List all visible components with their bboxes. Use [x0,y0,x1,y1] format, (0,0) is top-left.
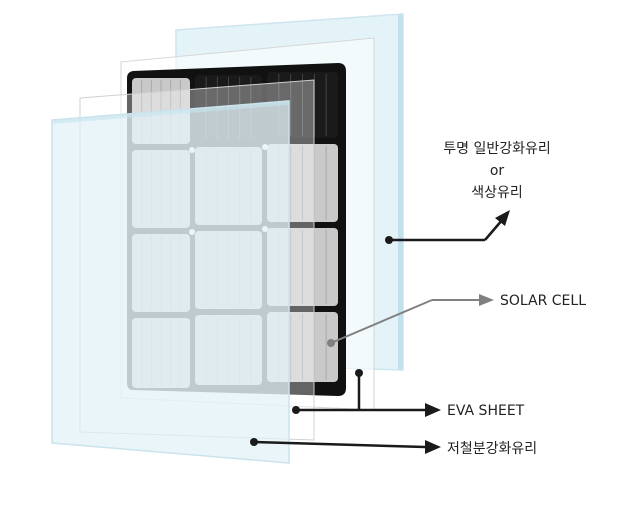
front-glass-marker [250,438,258,446]
eva-sheet-marker-front [292,406,300,414]
back-glass-callout [385,210,510,244]
back-glass-marker [385,236,393,244]
back-glass-label-line1: 투명 일반강화유리 [443,141,551,157]
solar-cell-marker [327,339,335,347]
solar-cell-label: SOLAR CELL [500,293,586,309]
eva-sheet-callout [292,369,441,417]
back-glass-label-line3: 색상유리 [471,185,523,201]
eva-sheet-marker-back [355,369,363,377]
front-glass-layer [51,100,290,464]
eva-sheet-label: EVA SHEET [447,403,525,419]
front-glass-callout [250,438,441,454]
solar-cell-callout [327,294,494,347]
back-glass-label-line2: or [490,163,505,179]
front-glass-label: 저철분강화유리 [447,441,537,457]
